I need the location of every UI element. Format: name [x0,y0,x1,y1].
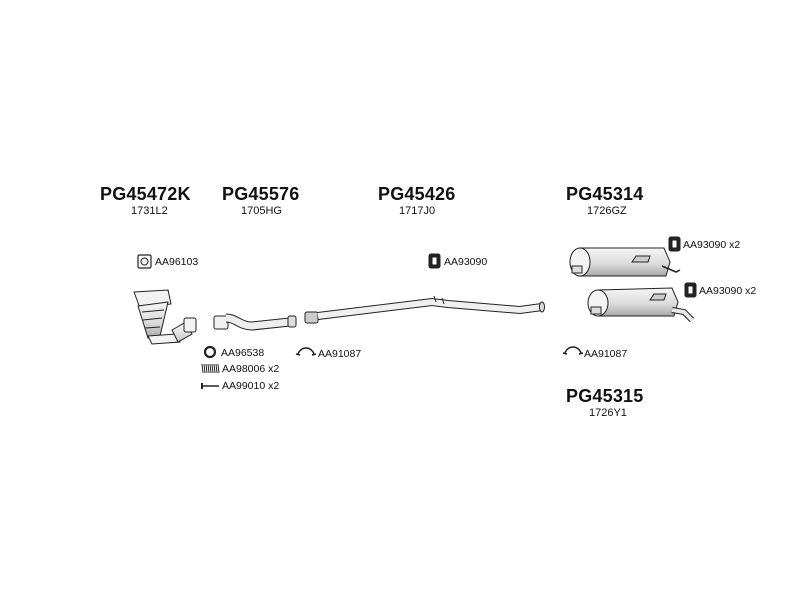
oem-number-middle-pipe: 1717J0 [399,205,436,217]
accessory-label: AA96538 [221,347,265,359]
bolt-icon [201,383,219,389]
accessory-label: AA99010 x2 [222,380,280,392]
accessory-label: AA93090 x2 [699,285,757,297]
square-gasket-icon [137,254,152,269]
oem-number-rear-muffler-lower: 1726Y1 [589,407,627,419]
clamp-icon [562,346,584,355]
middle-pipe-drawing [304,295,545,324]
ring-gasket-icon [203,345,217,359]
rubber-mount-icon [668,236,681,252]
accessory-label: AA96103 [155,256,199,268]
rubber-mount-icon [428,253,441,269]
oem-number-front-pipe: 1705HG [241,205,282,217]
spring-icon [201,363,220,374]
rubber-mount-icon [684,282,697,298]
oem-number-catalytic-converter: 1731L2 [131,205,168,217]
rear-muffler-upper-drawing [569,247,681,277]
catalytic-converter-drawing [133,289,197,345]
accessory-label: AA93090 [444,256,488,268]
accessory-label: AA93090 x2 [683,239,741,251]
front-pipe-drawing [213,313,297,331]
part-number-rear-muffler-upper: PG45314 [566,184,644,204]
oem-number-rear-muffler-upper: 1726GZ [587,205,627,217]
accessory-label: AA98006 x2 [222,363,280,375]
accessory-label: AA91087 [318,348,362,360]
part-number-front-pipe: PG45576 [222,184,300,204]
rear-muffler-lower-drawing [587,287,695,323]
clamp-icon [295,347,317,356]
accessory-label: AA91087 [584,348,628,360]
part-number-middle-pipe: PG45426 [378,184,456,204]
part-number-catalytic-converter: PG45472K [100,184,191,204]
part-number-rear-muffler-lower: PG45315 [566,386,644,406]
